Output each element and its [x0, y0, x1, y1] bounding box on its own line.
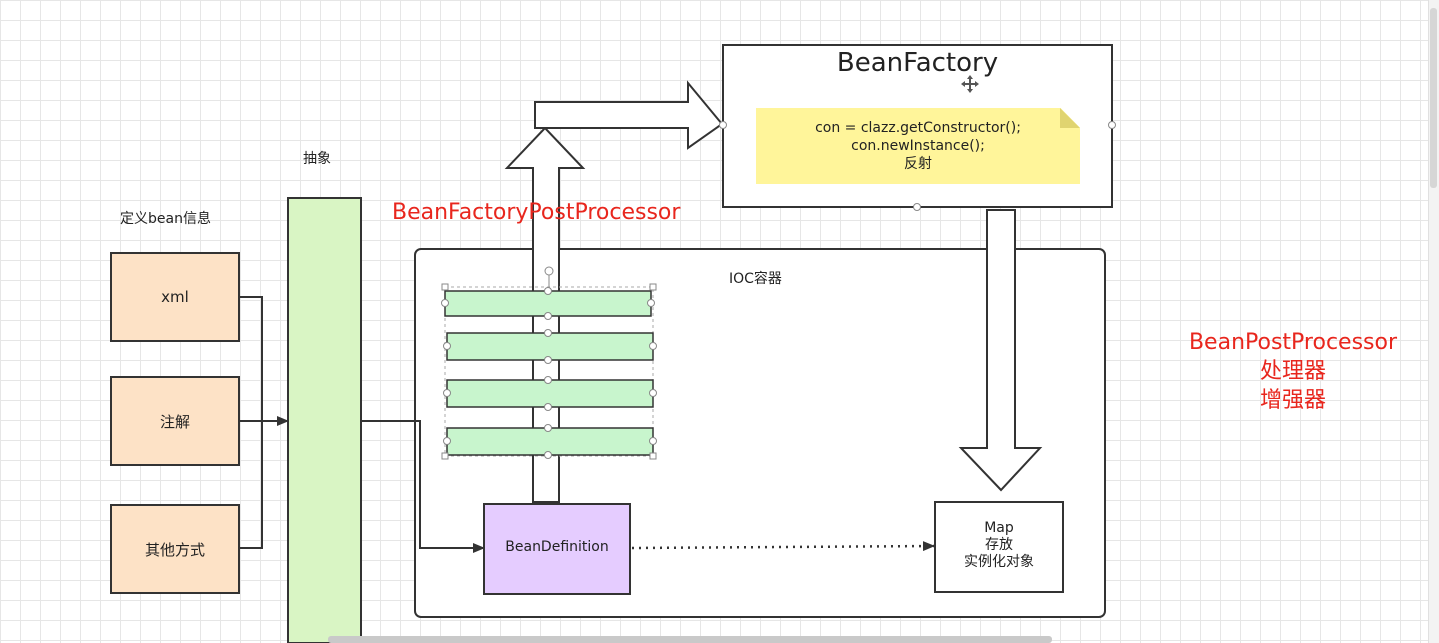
bean-post-processor-label: BeanPostProcessor — [1188, 330, 1398, 355]
processor-label: 处理器 — [1259, 359, 1326, 384]
source-other-label: 其他方式 — [144, 540, 205, 559]
right-block-arrow — [534, 80, 724, 150]
beanfactory-to-map-arrow — [958, 209, 1043, 492]
bean-definition-label: BeanDefinition — [505, 539, 609, 555]
enhancer-label: 增强器 — [1259, 388, 1326, 413]
reflection-note[interactable]: con = clazz.getConstructor(); con.newIns… — [756, 108, 1080, 184]
bean-factory-handle — [719, 121, 727, 129]
map-text-group: Map 存放 实例化对象 — [935, 520, 1063, 571]
map-label: Map — [984, 520, 1014, 536]
move-cursor-icon — [961, 75, 979, 93]
map-box[interactable] — [934, 501, 1064, 593]
abstract-label: 抽象 — [303, 151, 331, 167]
source-annotation-label: 注解 — [159, 412, 190, 431]
bean-factory-handle — [1108, 121, 1116, 129]
xml-connector — [239, 296, 263, 421]
source-xml-label: xml — [161, 288, 189, 306]
bean-factory-title: BeanFactory — [836, 48, 999, 78]
bean-stack-bar[interactable] — [446, 332, 654, 361]
instantiated-objects-label: 实例化对象 — [964, 554, 1034, 570]
note-line-new-instance: con.newInstance(); — [851, 138, 985, 154]
ioc-container-label: IOC容器 — [729, 271, 782, 287]
bean-post-processor-group: BeanPostProcessor 处理器 增强器 — [1170, 328, 1416, 415]
other-connector — [239, 421, 263, 549]
horizontal-scrollbar[interactable] — [328, 636, 1052, 643]
beandefinition-to-map-arrow — [631, 541, 935, 552]
bean-stack-bar[interactable] — [446, 427, 654, 456]
selection-handles — [441, 283, 657, 460]
rotate-handle[interactable] — [544, 266, 554, 276]
bean-definition-box[interactable] — [483, 503, 631, 595]
bean-stack-bar[interactable] — [446, 379, 654, 408]
note-line-constructor: con = clazz.getConstructor(); — [815, 120, 1021, 136]
source-other-box[interactable]: 其他方式 — [110, 504, 240, 594]
bean-factory-handle — [913, 203, 921, 211]
source-xml-box[interactable]: xml — [110, 252, 240, 342]
source-annotation-box[interactable]: 注解 — [110, 376, 240, 466]
vertical-scrollbar-thumb[interactable] — [1430, 8, 1437, 188]
store-label: 存放 — [985, 537, 1013, 553]
define-bean-label: 定义bean信息 — [120, 211, 211, 227]
abstract-bar[interactable] — [287, 197, 362, 643]
bean-factory-post-processor-label: BeanFactoryPostProcessor — [392, 200, 681, 225]
vertical-scrollbar-track[interactable] — [1428, 0, 1439, 643]
note-line-reflection: 反射 — [904, 156, 932, 172]
abstract-to-beandefinition-arrow — [361, 420, 485, 553]
